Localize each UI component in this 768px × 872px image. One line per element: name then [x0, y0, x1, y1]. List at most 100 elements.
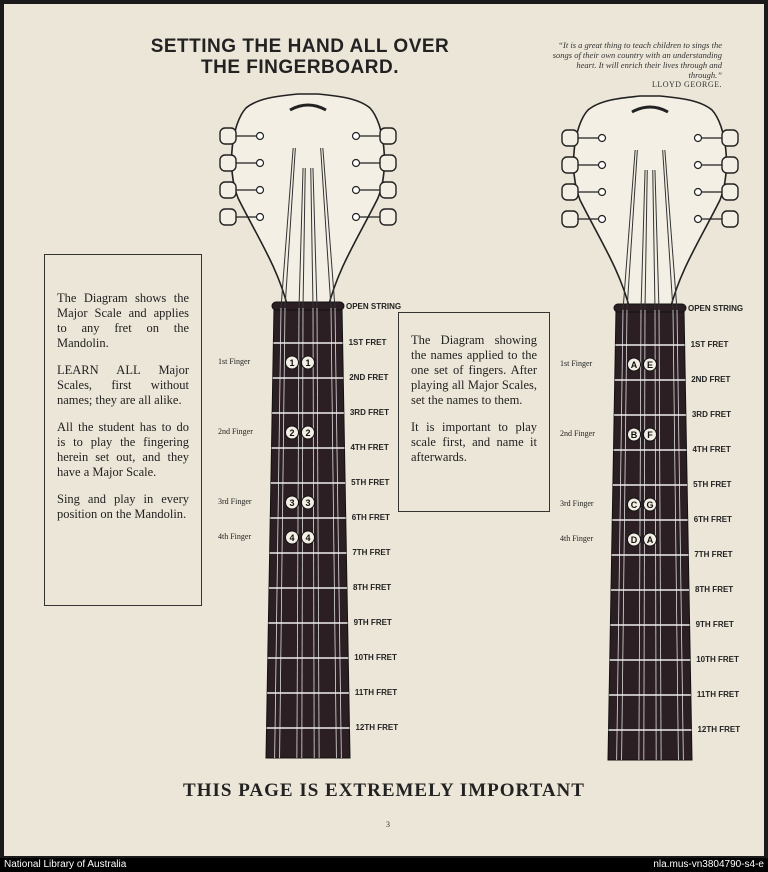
fret-label: 10TH FRET	[696, 655, 739, 664]
string-head	[652, 169, 656, 311]
finger-marker-label: C	[631, 500, 638, 510]
finger-marker	[285, 355, 299, 370]
tuner-knob	[379, 127, 397, 145]
tuner-knob	[721, 129, 739, 147]
tuner-knob	[219, 208, 237, 226]
finger-marker-label: 4	[289, 533, 294, 543]
tuner-post	[351, 212, 361, 222]
tuner-post	[597, 133, 607, 143]
left-box-paragraph: All the student has to do is to play the…	[57, 420, 189, 479]
finger-label: 3rd Finger	[218, 496, 252, 506]
string	[274, 307, 282, 759]
finger-marker	[301, 530, 315, 545]
string	[676, 309, 684, 761]
tuner-post	[693, 187, 703, 197]
tuner-post	[597, 214, 607, 224]
string	[616, 309, 624, 761]
fret-label: 10TH FRET	[354, 653, 397, 662]
tuner-knob	[721, 210, 739, 228]
tuner-post	[597, 187, 607, 197]
finger-marker	[285, 530, 299, 545]
finger-marker-label: G	[646, 500, 653, 510]
tuner-knob	[379, 181, 397, 199]
fret-label: 4TH FRET	[692, 445, 731, 454]
fret-label: 1ST FRET	[348, 338, 387, 347]
string-head	[664, 149, 678, 311]
finger-marker	[627, 497, 641, 512]
fret-label: 7TH FRET	[352, 548, 391, 557]
finger-label: 4th Finger	[218, 531, 252, 541]
fret-label: 1ST FRET	[690, 340, 729, 349]
string	[316, 307, 320, 759]
finger-marker-label: 1	[289, 358, 294, 368]
finger-marker	[627, 357, 641, 372]
string-head	[312, 167, 318, 309]
tuner-post	[255, 185, 265, 195]
middle-box-paragraph: The Diagram showing the names applied to…	[411, 333, 537, 407]
finger-label: 2nd Finger	[560, 428, 595, 438]
tuner-knob	[561, 156, 579, 174]
title-line-2: THE FINGERBOARD.	[201, 57, 399, 78]
finger-marker-label: A	[631, 360, 638, 370]
finger-marker-label: B	[631, 430, 638, 440]
finger-marker-label: 2	[305, 428, 310, 438]
finger-marker-label: D	[631, 535, 638, 545]
finger-label: 2nd Finger	[218, 426, 253, 436]
page-number: 3	[386, 820, 390, 829]
finger-marker-label: 2	[289, 428, 294, 438]
string-head	[662, 149, 674, 311]
string-head	[622, 149, 636, 311]
fret-label: 9TH FRET	[695, 620, 734, 629]
quote-text: “It is a great thing to teach children t…	[552, 40, 722, 80]
fret-label: 2ND FRET	[349, 373, 389, 382]
footer-source: National Library of Australia	[4, 859, 127, 870]
tuner-knob	[721, 183, 739, 201]
string	[658, 309, 662, 761]
tuner-post	[255, 131, 265, 141]
tuner-post	[255, 158, 265, 168]
finger-marker	[643, 497, 657, 512]
left-box-paragraph: LEARN ALL Major Scales, first without na…	[57, 363, 189, 407]
string-head	[310, 167, 314, 309]
fret-label: 6TH FRET	[693, 515, 732, 524]
footer-id: nla.mus-vn3804790-s4-e	[653, 859, 764, 870]
fret-label: 3RD FRET	[349, 408, 389, 417]
string-head	[320, 147, 332, 309]
title-line-1: SETTING THE HAND ALL OVER	[150, 36, 450, 57]
fret-label: 11TH FRET	[696, 690, 740, 699]
middle-instructions-box: The Diagram showing the names applied to…	[398, 312, 550, 512]
string-head	[302, 167, 306, 309]
string-head	[284, 147, 296, 309]
fret-label: 8TH FRET	[352, 583, 392, 592]
string	[279, 307, 286, 759]
nut	[271, 301, 345, 311]
tuner-knob	[219, 181, 237, 199]
tuner-post	[693, 160, 703, 170]
tuner-knob	[721, 156, 739, 174]
finger-label: 3rd Finger	[560, 498, 594, 508]
finger-marker-label: E	[647, 360, 653, 370]
string-head	[280, 147, 294, 309]
fret-label: 7TH FRET	[694, 550, 733, 559]
open-string-label: OPEN STRING	[688, 304, 744, 313]
page-title: SETTING THE HAND ALL OVER THE FINGERBOAR…	[120, 36, 480, 78]
string	[330, 307, 337, 759]
string	[672, 309, 679, 761]
tuner-knob	[561, 183, 579, 201]
string	[334, 307, 342, 759]
footer-bar: National Library of Australia nla.mus-vn…	[0, 858, 768, 872]
finger-marker	[285, 495, 299, 510]
fret-label: 12TH FRET	[355, 723, 399, 732]
fret-label: 9TH FRET	[353, 618, 392, 627]
finger-marker	[285, 425, 299, 440]
finger-marker	[301, 355, 315, 370]
fret-label: 8TH FRET	[694, 585, 734, 594]
open-string-label: OPEN STRING	[346, 302, 402, 311]
fret-label: 5TH FRET	[693, 480, 732, 489]
finger-marker	[643, 357, 657, 372]
tuner-knob	[561, 129, 579, 147]
tuner-post	[597, 160, 607, 170]
tuner-post	[255, 212, 265, 222]
important-notice: THIS PAGE IS EXTREMELY IMPORTANT	[183, 780, 585, 801]
